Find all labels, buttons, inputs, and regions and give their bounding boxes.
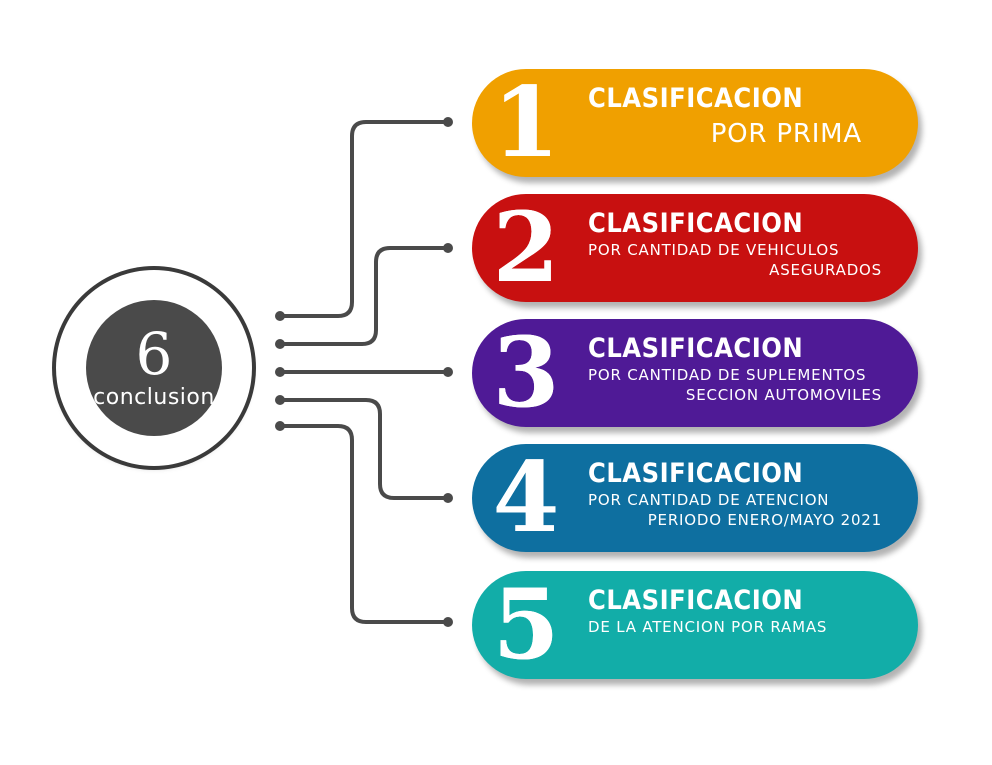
connector-dot [275,395,285,405]
connector-line-4 [278,398,450,500]
bar-number: 4 [492,441,560,554]
bar-number: 1 [492,66,560,179]
classification-bar-4: 4 CLASIFICACION POR CANTIDAD DE ATENCION… [472,444,918,552]
bar-text: CLASIFICACION POR CANTIDAD DE VEHICULOS … [588,208,882,280]
bar-subtitle-line: POR CANTIDAD DE SUPLEMENTOS [588,366,867,384]
classification-bar-3: 3 CLASIFICACION POR CANTIDAD DE SUPLEMEN… [472,319,918,427]
bar-title: CLASIFICACION [588,458,804,489]
bar-number-badge: 5 [482,577,570,673]
bar-text: CLASIFICACION DE LA ATENCION POR RAMAS [588,585,882,637]
bar-number-badge: 4 [482,450,570,546]
connector-dot [443,243,453,253]
classification-bar-5: 5 CLASIFICACION DE LA ATENCION POR RAMAS [472,571,918,679]
classification-bar-2: 2 CLASIFICACION POR CANTIDAD DE VEHICULO… [472,194,918,302]
classification-bar-1: 1 CLASIFICACION POR PRIMA [472,69,918,177]
connector-dot [275,311,285,321]
bar-subtitle-line: POR CANTIDAD DE ATENCION [588,491,830,509]
bar-number-badge: 2 [482,200,570,296]
bar-text: CLASIFICACION POR PRIMA [588,83,882,149]
connector-dot [443,493,453,503]
bar-number: 5 [492,568,560,681]
bar-title: CLASIFICACION [588,333,804,364]
bar-subtitle-line: PERIODO ENERO/MAYO 2021 [647,511,882,529]
bar-text: CLASIFICACION POR CANTIDAD DE ATENCION P… [588,458,882,530]
hub-label: conclusion [93,385,215,410]
bar-title: CLASIFICACION [588,83,804,114]
hub-number: 6 [135,320,173,388]
bar-subtitle-line: SECCION AUTOMOVILES [685,386,882,404]
connector-dot [275,421,285,431]
bar-subtitle-line: ASEGURADOS [769,261,882,279]
connector-dot [443,617,453,627]
connector-line-1 [278,120,450,318]
bar-text: CLASIFICACION POR CANTIDAD DE SUPLEMENTO… [588,333,882,405]
bar-subtitle-line: POR PRIMA [710,119,862,149]
connector-dot [275,339,285,349]
connector-line-2 [278,246,450,346]
bar-title: CLASIFICACION [588,585,804,616]
conclusion-hub: 6 conclusion [56,270,252,466]
bar-number: 2 [492,191,560,304]
connector-dot [275,367,285,377]
bar-number-badge: 1 [482,75,570,171]
connector-dot [443,117,453,127]
bar-subtitle-line: DE LA ATENCION POR RAMAS [588,618,828,636]
bar-title: CLASIFICACION [588,208,804,239]
hub-inner-circle: 6 conclusion [86,300,222,436]
bar-number-badge: 3 [482,325,570,421]
connector-line-5 [278,424,450,624]
connector-dot [443,367,453,377]
bar-subtitle-line: POR CANTIDAD DE VEHICULOS [588,241,840,259]
bar-number: 3 [492,316,560,429]
